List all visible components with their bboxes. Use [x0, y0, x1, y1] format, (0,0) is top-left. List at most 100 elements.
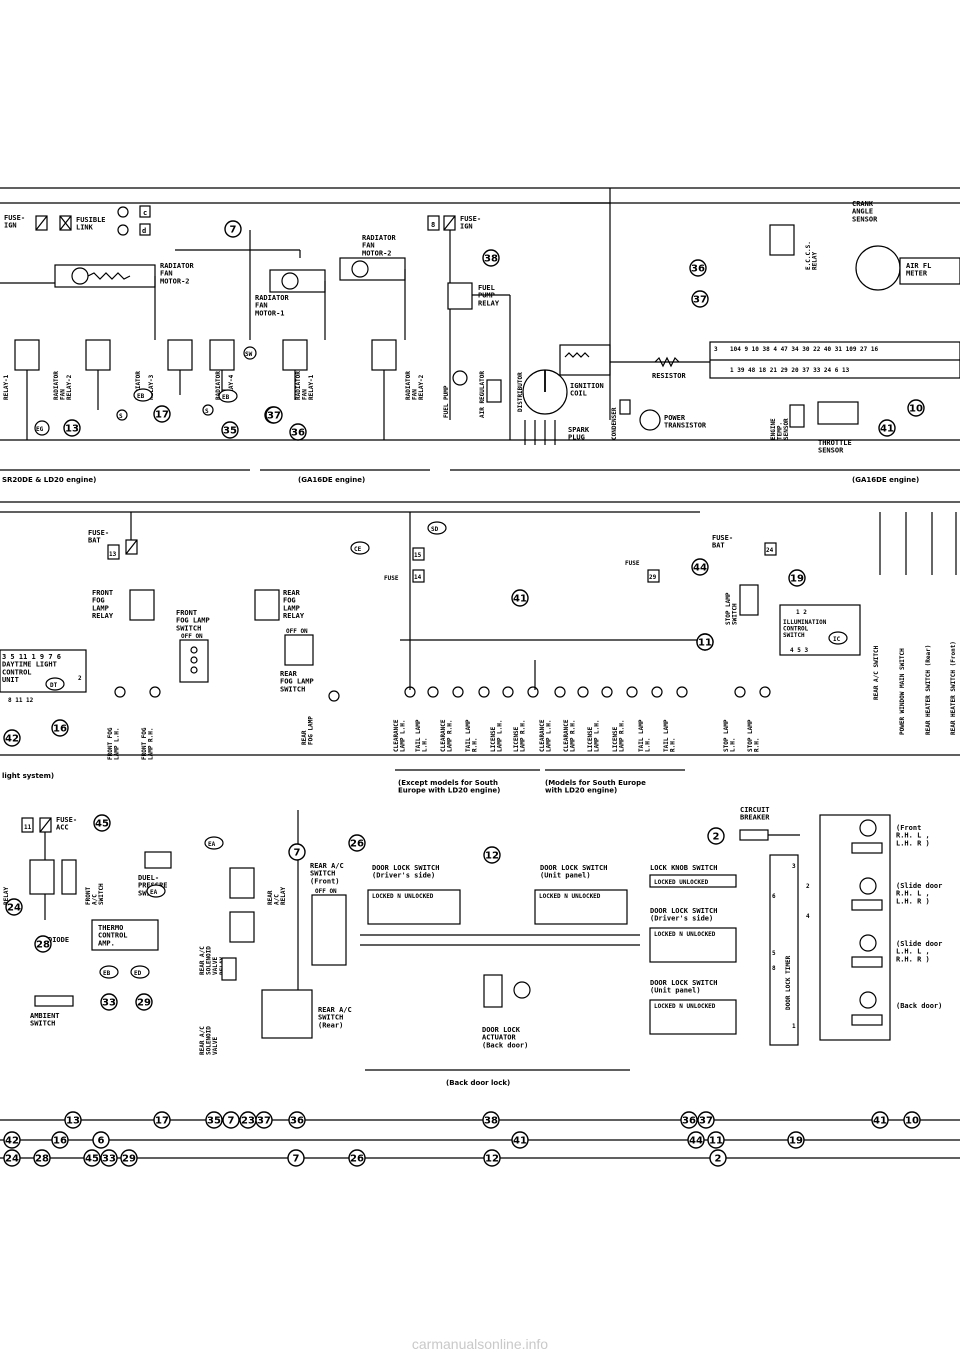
fuse-acc-label: FUSE-ACC [56, 816, 77, 832]
lamp-a-5: LICENSELAMP R.H. [513, 719, 527, 752]
ref-circle-35: 35 [205, 1111, 223, 1129]
ref-number-19: 19 [790, 574, 804, 585]
ref-circle-11: 11 [707, 1131, 725, 1149]
fuse-ign-label-2: FUSE-IGN [460, 215, 481, 231]
ref-circle-16: 16 [51, 719, 69, 737]
ref-number-29: 29 [122, 1154, 136, 1165]
ref-circle-35: 35 [221, 421, 239, 439]
ref-circle-24: 24 [3, 1149, 21, 1167]
lamp-a-2: CLEARANCELAMP R.H. [440, 719, 454, 752]
sw-connector: SW [245, 351, 253, 358]
ref-circle-42: 42 [3, 729, 21, 747]
ref-number-38: 38 [484, 254, 498, 265]
ref-number-26: 26 [350, 1154, 364, 1165]
lamp-b-1: CLEARANCELAMP R.H. [563, 719, 577, 752]
top-caption-mid: (GA16DE engine) [298, 476, 365, 484]
ref-number-23: 23 [241, 1116, 255, 1127]
relay-label-0: RELAY-1 [3, 374, 10, 400]
daytime-pin-2: 2 [78, 675, 82, 682]
timer-pin-2: 2 [806, 883, 810, 890]
timer-pin-1: 1 [792, 1023, 796, 1030]
ref-number-37: 37 [257, 1116, 271, 1127]
ref-circle-42: 42 [3, 1131, 21, 1149]
condenser-label: CONDENSER [611, 407, 618, 440]
daytime-pins-bottom: 8 11 12 [8, 697, 34, 704]
timer-pin-4: 4 [806, 913, 810, 920]
front-fog-lamp-rh: FRONT FOGLAMP R.H. [141, 727, 155, 760]
ref-number-36: 36 [691, 264, 705, 275]
eg-connector: EG [36, 426, 44, 433]
ref-circle-33: 33 [100, 1149, 118, 1167]
ea-connector-1: EA [208, 841, 216, 848]
ref-circle-44: 44 [687, 1131, 705, 1149]
ea-connector-2: EA [150, 889, 158, 896]
ref-circle-29: 29 [120, 1149, 138, 1167]
ref-number-36: 36 [682, 1116, 696, 1127]
ref-number-35: 35 [207, 1116, 221, 1127]
front-fog-lamp-lh: FRONT FOGLAMP L.H. [107, 727, 121, 760]
ref-circle-19: 19 [787, 1131, 805, 1149]
ref-number-41: 41 [880, 424, 894, 435]
ref-number-7: 7 [293, 1154, 300, 1165]
ref-circle-44: 44 [691, 558, 709, 576]
ref-number-37: 37 [267, 411, 281, 422]
door-lock-driver-label: DOOR LOCK SWITCH(Driver's side) [372, 864, 439, 880]
lamp-group-b: CLEARANCELAMP L.H. CLEARANCELAMP R.H. LI… [539, 719, 677, 752]
ref-number-37: 37 [699, 1116, 713, 1127]
front-fog-offon: OFF ON [181, 633, 203, 640]
lock-knob-header: LOCKED UNLOCKED [654, 879, 709, 886]
ref-number-13: 13 [66, 1116, 80, 1127]
switch-rear-ac: REAR A/C SWITCH [873, 645, 880, 700]
ref-number-11: 11 [709, 1136, 723, 1147]
radiator-fan-relays: RELAY-1 RADIATORFANRELAY-2 RADIATORFANRE… [3, 339, 425, 440]
ref-number-44: 44 [689, 1136, 703, 1147]
fusible-link-d: d [142, 227, 146, 235]
sd-connector: SD [431, 526, 439, 533]
rear-ac-relay-label: REARA/CRELAY [267, 887, 287, 905]
ce-connector: CE [354, 546, 362, 553]
ref-number-6: 6 [98, 1136, 105, 1147]
door-lock-unit-header: LOCKED N UNLOCKED [539, 893, 601, 900]
door-lock-driver2-label: DOOR LOCK SWITCH(Driver's side) [650, 907, 717, 923]
stop-lamp-lh: STOP LAMPL.H. [723, 719, 737, 752]
rear-fog-lamp: REARFOG LAMP [301, 716, 315, 745]
ref-number-13: 13 [65, 424, 79, 435]
fuse-box-14: 14 [414, 574, 422, 581]
door-lock-unit-label: DOOR LOCK SWITCH(Unit panel) [540, 864, 607, 880]
relay-label-5: RADIATORFANRELAY-2 [405, 371, 425, 400]
ref-number-42: 42 [5, 734, 19, 745]
ref-number-26: 26 [350, 839, 364, 850]
fuse-box-24: 24 [766, 547, 774, 554]
ref-number-16: 16 [53, 1136, 67, 1147]
timer-pin-6: 6 [772, 893, 776, 900]
fuse-14-label: FUSE [384, 575, 399, 582]
ref-number-42: 42 [5, 1136, 19, 1147]
relay-label-4: RADIATORFANRELAY-1 [295, 371, 315, 400]
ref-circle-7: 7 [224, 220, 242, 238]
ref-circle-37: 37 [255, 1111, 273, 1129]
fuse-ign-8-box: 8 [431, 221, 435, 229]
diode-label: DIODE [48, 936, 69, 944]
footer-watermark: carmanualsonline.info [411, 1336, 549, 1352]
ref-circle-6: 6 [92, 1131, 110, 1149]
ref-number-33: 33 [102, 1154, 116, 1165]
distributor-label: DISTRIBUTOR [517, 372, 524, 412]
ref-circle-11: 11 [696, 633, 714, 651]
door-lock-unit2-label: DOOR LOCK SWITCH(Unit panel) [650, 979, 717, 995]
